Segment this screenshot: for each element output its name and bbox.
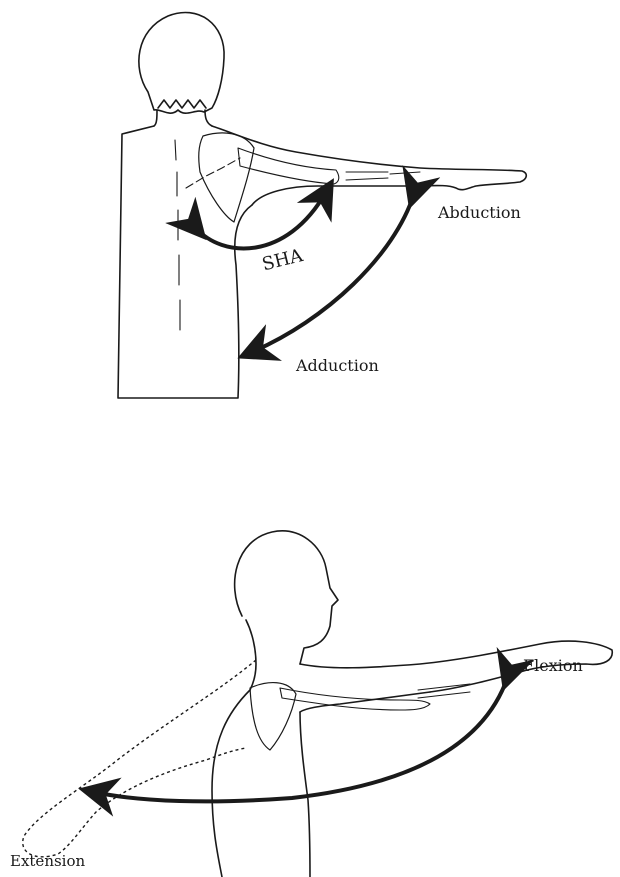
top-humerus: [238, 148, 339, 184]
bottom-figure: [212, 531, 612, 877]
top-arm-upper: [212, 126, 526, 190]
bottom-scapula: [250, 683, 296, 750]
top-spine: [175, 140, 180, 330]
label-adduction: Adduction: [296, 356, 379, 375]
bottom-neck-back: [246, 620, 256, 690]
top-torso: [118, 126, 252, 398]
label-flexion: Flexion: [523, 656, 583, 675]
label-extension: Extension: [10, 852, 85, 870]
bottom-humerus: [280, 688, 430, 710]
bottom-head: [235, 531, 338, 664]
label-abduction: Abduction: [438, 203, 521, 222]
bottom-torso-back: [212, 690, 250, 877]
top-arm-lower: [252, 186, 410, 205]
abduction-adduction-arrow: [252, 194, 414, 352]
top-scapula: [199, 133, 254, 222]
top-head: [139, 12, 224, 113]
extension-ghost-arm: [23, 660, 256, 857]
